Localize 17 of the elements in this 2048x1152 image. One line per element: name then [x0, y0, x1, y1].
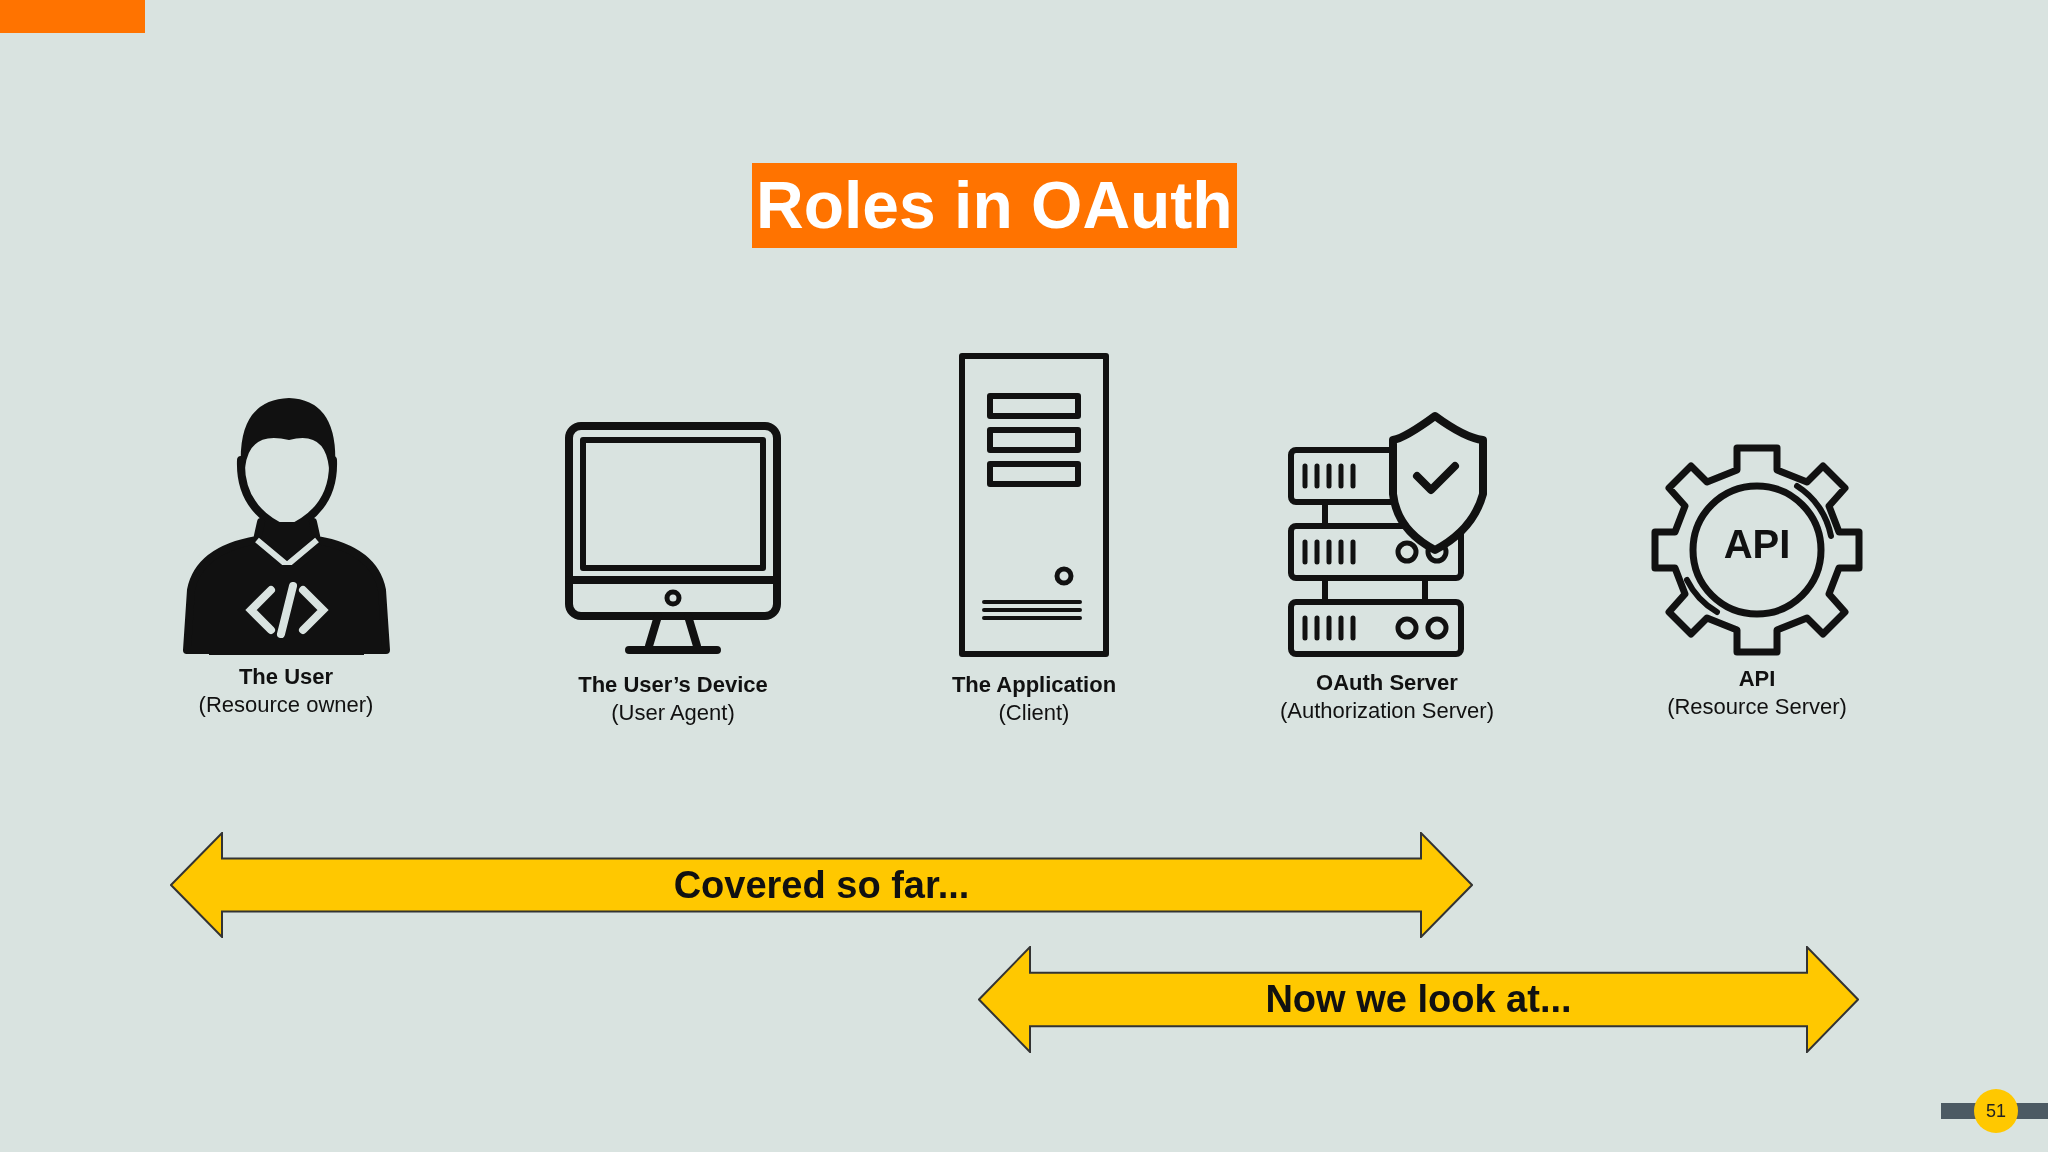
role-description: (Resource owner)	[198, 692, 374, 718]
role-description: (Authorization Server)	[1280, 698, 1494, 724]
icon-text: API	[1723, 522, 1791, 567]
role-description: (User Agent)	[611, 700, 735, 726]
role-name: OAuth Server	[1316, 670, 1458, 696]
role-name: The User	[238, 664, 334, 690]
role-name: The User’s Device	[578, 672, 768, 698]
role-description: (Client)	[998, 700, 1070, 726]
band-label: Covered so far...	[673, 863, 970, 907]
band-label: Now we look at...	[1265, 978, 1572, 1021]
title: Roles in OAuth	[752, 163, 1237, 248]
double-headed-arrow-band	[170, 832, 1473, 938]
role-name: The Application	[951, 672, 1117, 698]
role-name: API	[1738, 666, 1776, 692]
page-number: 51	[1974, 1089, 2018, 1133]
role-description: (Resource Server)	[1667, 694, 1847, 720]
double-headed-arrow-band	[978, 946, 1859, 1053]
